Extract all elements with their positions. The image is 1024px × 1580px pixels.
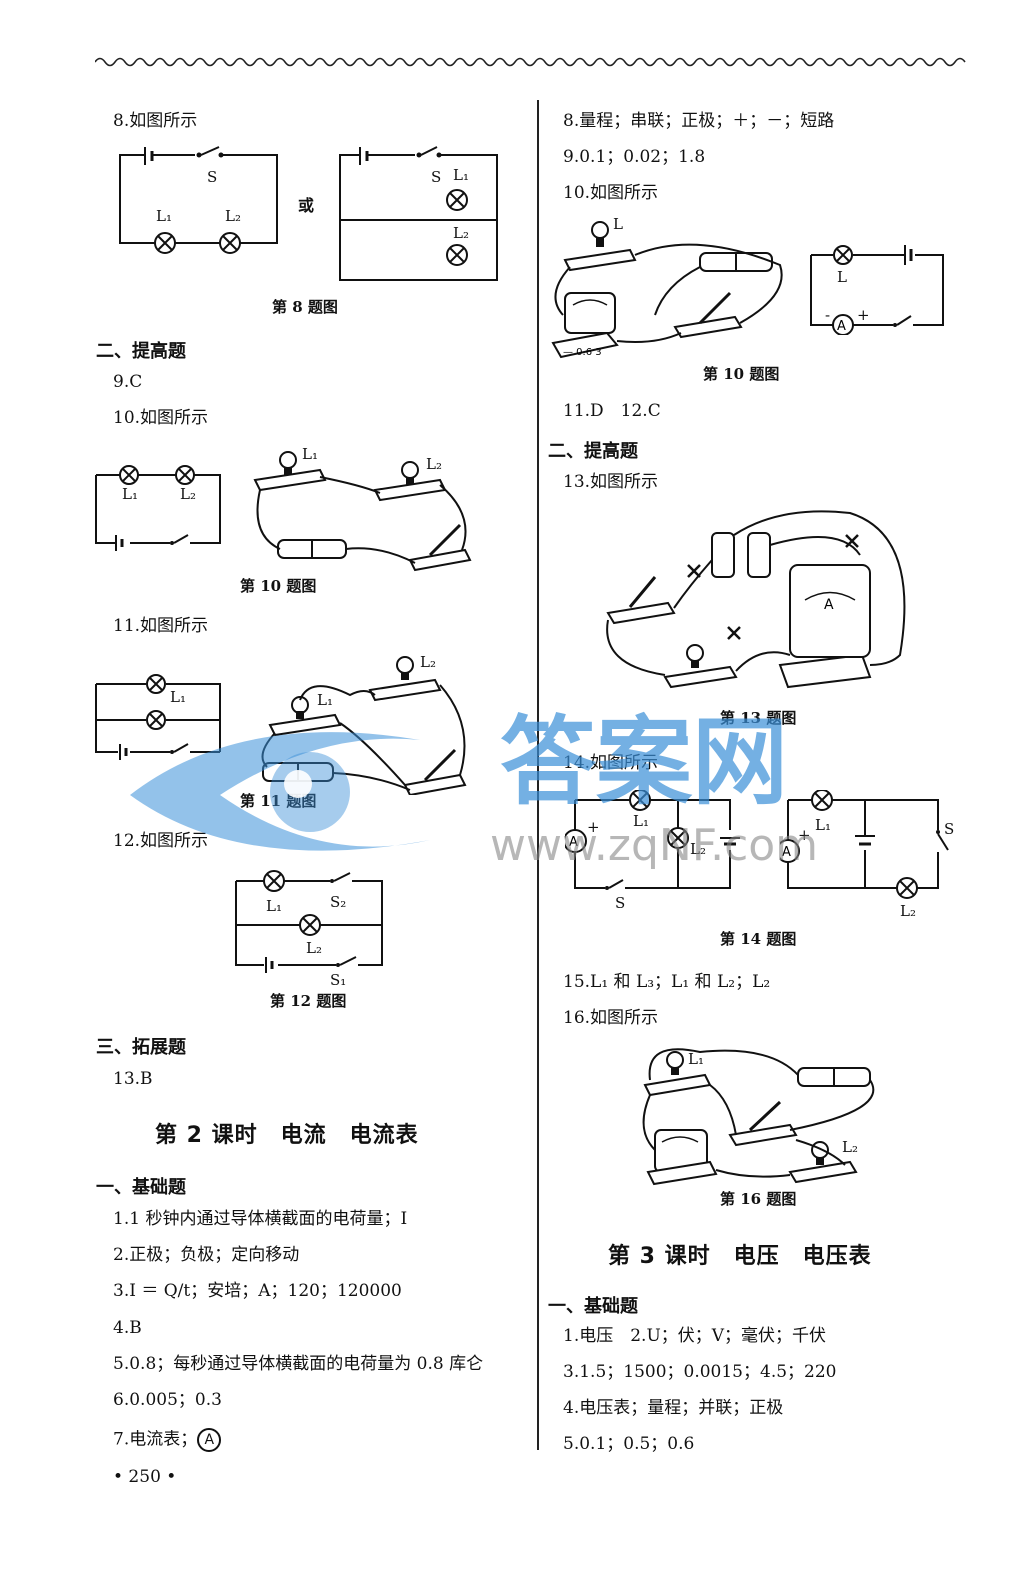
r-fig16-physical-wiring: L₁ L₂ bbox=[642, 1048, 875, 1186]
q11-text: 11.如图所示 bbox=[113, 616, 209, 636]
label-L1: L₁ bbox=[122, 485, 138, 503]
fig8-series-circuit: S L₁ L₂ bbox=[119, 146, 278, 254]
caption-fig8: 第 8 题图 bbox=[272, 298, 338, 316]
fig11-schematic: L₁ bbox=[95, 674, 221, 760]
label-S: S bbox=[431, 168, 441, 186]
label-plus: + bbox=[857, 306, 870, 324]
label-L2: L₂ bbox=[690, 840, 706, 858]
q9-answer: 9.C bbox=[113, 372, 143, 392]
r-fig13-physical-wiring: A bbox=[606, 510, 906, 689]
label-L: L bbox=[837, 268, 847, 286]
caption-r-fig10: 第 10 题图 bbox=[703, 365, 780, 383]
a2-answer: 2.正极；负极；定向移动 bbox=[113, 1245, 300, 1265]
caption-r-fig16: 第 16 题图 bbox=[720, 1190, 797, 1208]
section-heading-improve: 二、提高题 bbox=[96, 341, 186, 362]
caption-fig11: 第 11 题图 bbox=[240, 792, 317, 810]
fig12-circuit: L₁ S₂ L₂ S₁ bbox=[235, 870, 383, 987]
r8-answer: 8.量程；串联；正极；＋；－；短路 bbox=[563, 111, 835, 131]
a7-text: 7.电流表； bbox=[113, 1429, 198, 1450]
a4-answer: 4.B bbox=[113, 1318, 142, 1338]
section-heading-basic: 一、基础题 bbox=[96, 1177, 186, 1198]
r-section-heading-improve: 二、提高题 bbox=[548, 441, 638, 462]
label-L2: L₂ bbox=[453, 224, 469, 242]
label-L1: L₁ bbox=[815, 816, 831, 834]
r13-text: 13.如图所示 bbox=[563, 472, 659, 492]
a1-answer: 1.1 秒钟内通过导体横截面的电荷量；I bbox=[113, 1209, 408, 1229]
r-fig10-physical-wiring: L — 0.6 3 bbox=[551, 215, 783, 359]
caption-r-fig13: 第 13 题图 bbox=[720, 709, 797, 727]
label-L1: L₁ bbox=[453, 166, 469, 184]
r15-answer: 15.L₁ 和 L₃；L₁ 和 L₂；L₂ bbox=[563, 972, 771, 992]
fig10-physical-wiring: L₁ L₂ bbox=[253, 445, 472, 572]
r-fig14-circuit-1: A L₁ L₂ S + bbox=[565, 790, 740, 910]
caption-fig12: 第 12 题图 bbox=[270, 992, 347, 1010]
label-L1: L₁ bbox=[170, 688, 186, 706]
r-fig14-circuit-2: A L₁ S L₂ + bbox=[780, 790, 954, 920]
r-fig10-schematic: A - + L bbox=[810, 245, 944, 335]
label-L1: L₁ bbox=[633, 812, 649, 830]
ammeter-A: A bbox=[782, 845, 791, 860]
page-number: • 250 • bbox=[113, 1467, 177, 1487]
b4-answer: 4.电压表；量程；并联；正极 bbox=[563, 1398, 784, 1418]
column-divider bbox=[537, 100, 539, 1450]
a6-answer: 6.0.005；0.3 bbox=[113, 1390, 222, 1410]
label-L1: L₁ bbox=[266, 897, 282, 915]
label-S1: S₁ bbox=[330, 971, 346, 987]
label-plus: + bbox=[798, 826, 811, 844]
a5-answer: 5.0.8；每秒通过导体横截面的电荷量为 0.8 库仑 bbox=[113, 1354, 484, 1374]
decorative-top-border bbox=[95, 57, 966, 67]
label-L2: L₂ bbox=[180, 485, 196, 503]
label-L1: L₁ bbox=[156, 207, 172, 225]
ammeter-A: A bbox=[837, 319, 846, 334]
lesson2-title: 第 2 课时 电流 电流表 bbox=[155, 1123, 419, 1148]
r10-text: 10.如图所示 bbox=[563, 183, 659, 203]
b3-answer: 3.1.5；1500；0.0015；4.5；220 bbox=[563, 1362, 837, 1382]
q12-text: 12.如图所示 bbox=[113, 831, 209, 851]
r-section-heading-basic: 一、基础题 bbox=[548, 1296, 638, 1317]
caption-fig10-left: 第 10 题图 bbox=[240, 577, 317, 595]
section-heading-extension: 三、拓展题 bbox=[96, 1037, 186, 1058]
fig10-schematic: L₁ L₂ bbox=[95, 465, 221, 551]
fig8-parallel-circuit: S L₁ L₂ bbox=[339, 146, 498, 281]
b1-answer: 1.电压 2.U；伏；V；毫伏；千伏 bbox=[563, 1326, 827, 1346]
r11-answer: 11.D 12.C bbox=[563, 401, 661, 421]
r14-text: 14.如图所示 bbox=[563, 753, 659, 773]
q10-text: 10.如图所示 bbox=[113, 408, 209, 428]
meter-A: A bbox=[824, 597, 834, 613]
label-S: S bbox=[207, 168, 217, 186]
fig11-physical-wiring: L₁ L₂ bbox=[261, 653, 467, 795]
label-L1: L₁ bbox=[688, 1050, 704, 1068]
label-L2: L₂ bbox=[225, 207, 241, 225]
label-L2: L₂ bbox=[426, 455, 442, 473]
r16-text: 16.如图所示 bbox=[563, 1008, 659, 1028]
b5-answer: 5.0.1；0.5；0.6 bbox=[563, 1434, 695, 1454]
ammeter-symbol-icon: A bbox=[197, 1428, 222, 1452]
a7-answer: 7.电流表；A bbox=[113, 1428, 222, 1452]
r9-answer: 9.0.1；0.02；1.8 bbox=[563, 147, 706, 167]
label-S2: S₂ bbox=[330, 893, 346, 911]
label-plus: + bbox=[587, 818, 600, 836]
lesson3-title: 第 3 课时 电压 电压表 bbox=[608, 1244, 872, 1269]
label-S: S bbox=[615, 894, 625, 910]
q8-text: 8.如图所示 bbox=[113, 111, 198, 131]
label-minus: - bbox=[825, 306, 830, 324]
a3-answer: 3.I ＝ Q/t；安培；A；120；120000 bbox=[113, 1281, 402, 1301]
label-L2: L₂ bbox=[842, 1138, 858, 1156]
q8-or: 或 bbox=[298, 196, 315, 215]
caption-r-fig14: 第 14 题图 bbox=[720, 930, 797, 948]
label-S: S bbox=[944, 820, 954, 838]
meter-scale: — 0.6 3 bbox=[563, 347, 602, 358]
label-L1: L₁ bbox=[317, 691, 333, 709]
label-L2: L₂ bbox=[306, 939, 322, 957]
label-L: L bbox=[613, 215, 623, 233]
ammeter-A: A bbox=[569, 835, 578, 850]
label-L1: L₁ bbox=[302, 445, 318, 463]
q13-answer: 13.B bbox=[113, 1069, 153, 1089]
label-L2: L₂ bbox=[420, 653, 436, 671]
label-L2: L₂ bbox=[900, 902, 916, 920]
